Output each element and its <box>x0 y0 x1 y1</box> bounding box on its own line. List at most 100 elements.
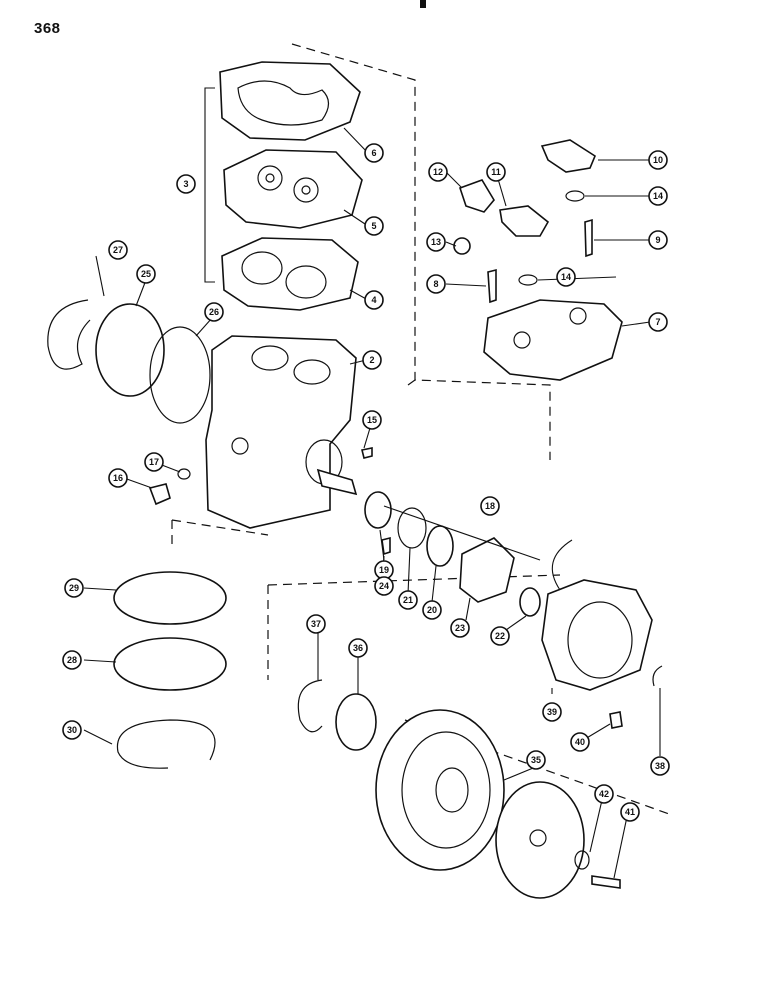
snap-ring-37 <box>297 679 323 733</box>
svg-text:18: 18 <box>485 501 495 511</box>
callout-8: 8 <box>426 274 446 294</box>
callout-4: 4 <box>364 290 384 310</box>
callout-23: 23 <box>450 618 470 638</box>
plug-16 <box>148 483 171 506</box>
callout-41: 41 <box>620 802 640 822</box>
o-ring-14-upper <box>565 190 585 202</box>
svg-text:14: 14 <box>653 191 663 201</box>
key-15 <box>361 447 373 459</box>
svg-text:37: 37 <box>311 619 321 629</box>
svg-text:30: 30 <box>67 725 77 735</box>
svg-text:38: 38 <box>655 761 665 771</box>
callout-7: 7 <box>648 312 668 332</box>
svg-text:23: 23 <box>455 623 465 633</box>
fitting-12 <box>458 179 495 213</box>
svg-text:26: 26 <box>209 307 219 317</box>
callout-35: 35 <box>526 750 546 770</box>
svg-text:11: 11 <box>491 167 501 177</box>
screw-8 <box>487 268 497 304</box>
head-gasket-upper <box>219 61 361 141</box>
page-edge-mark <box>420 0 426 8</box>
screw-9 <box>584 218 593 258</box>
washer-17 <box>177 468 191 480</box>
callout-42: 42 <box>594 784 614 804</box>
callout-13: 13 <box>426 232 446 252</box>
svg-text:25: 25 <box>141 269 151 279</box>
bolt-41 <box>591 875 621 889</box>
svg-text:15: 15 <box>367 415 377 425</box>
callout-26: 26 <box>204 302 224 322</box>
group-bracket-3 <box>204 87 215 283</box>
callout-15: 15 <box>362 410 382 430</box>
svg-text:36: 36 <box>353 643 363 653</box>
valve-plate <box>223 149 363 229</box>
callout-20: 20 <box>422 600 442 620</box>
screw-24 <box>381 536 391 556</box>
callout-5: 5 <box>364 216 384 236</box>
clutch-hub <box>495 781 585 899</box>
bearing-36 <box>335 693 377 751</box>
compressor-body <box>205 335 358 529</box>
callout-25: 25 <box>136 264 156 284</box>
svg-text:42: 42 <box>599 789 609 799</box>
leader-lines <box>83 127 661 879</box>
svg-text:13: 13 <box>431 237 441 247</box>
seal-plate-23 <box>459 537 515 603</box>
svg-text:19: 19 <box>379 565 389 575</box>
svg-text:24: 24 <box>379 581 389 591</box>
svg-text:3: 3 <box>183 179 188 189</box>
seal-19 <box>364 491 392 529</box>
rear-cover-25 <box>95 303 165 397</box>
callout-17: 17 <box>144 452 164 472</box>
callouts: 2 3 4 5 6 7 8 9 10 11 12 13 14 14 15 16 … <box>62 143 670 822</box>
fitting-10 <box>540 139 596 173</box>
svg-text:5: 5 <box>371 221 376 231</box>
callout-30: 30 <box>62 720 82 740</box>
clutch-coil <box>541 539 653 691</box>
callout-11: 11 <box>486 162 506 182</box>
svg-text:29: 29 <box>69 583 79 593</box>
cylinder-head <box>483 299 623 381</box>
callout-22: 22 <box>490 626 510 646</box>
washer-22 <box>519 587 541 617</box>
callout-27: 27 <box>108 240 128 260</box>
pulley <box>375 709 505 871</box>
callout-29: 29 <box>64 578 84 598</box>
svg-text:40: 40 <box>575 737 585 747</box>
o-ring-21 <box>397 507 427 549</box>
cylinder-head-group-outline <box>407 379 416 386</box>
callout-3: 3 <box>176 174 196 194</box>
o-ring-29 <box>113 571 227 625</box>
svg-text:20: 20 <box>427 605 437 615</box>
svg-text:7: 7 <box>655 317 660 327</box>
svg-text:12: 12 <box>433 167 443 177</box>
callout-2: 2 <box>362 350 382 370</box>
svg-text:9: 9 <box>655 235 660 245</box>
callout-14-upper: 14 <box>648 186 668 206</box>
svg-text:2: 2 <box>369 355 374 365</box>
svg-text:4: 4 <box>371 295 376 305</box>
callout-37: 37 <box>306 614 326 634</box>
callout-18: 18 <box>480 496 500 516</box>
callout-40: 40 <box>570 732 590 752</box>
callout-6: 6 <box>364 143 384 163</box>
svg-text:6: 6 <box>371 148 376 158</box>
callout-12: 12 <box>428 162 448 182</box>
callout-9: 9 <box>648 230 668 250</box>
svg-text:35: 35 <box>531 755 541 765</box>
callout-38: 38 <box>650 756 670 776</box>
callout-21: 21 <box>398 590 418 610</box>
o-ring-26 <box>149 326 211 424</box>
washer-42 <box>574 850 590 870</box>
shim-28 <box>113 637 227 691</box>
svg-text:14: 14 <box>561 272 571 282</box>
seat-20 <box>426 525 454 567</box>
screw-40 <box>609 711 623 729</box>
callout-36: 36 <box>348 638 368 658</box>
page-number: 368 <box>34 20 61 37</box>
svg-text:22: 22 <box>495 631 505 641</box>
callout-28: 28 <box>62 650 82 670</box>
fitting-11 <box>499 205 550 237</box>
o-ring-14-lower <box>518 274 538 286</box>
